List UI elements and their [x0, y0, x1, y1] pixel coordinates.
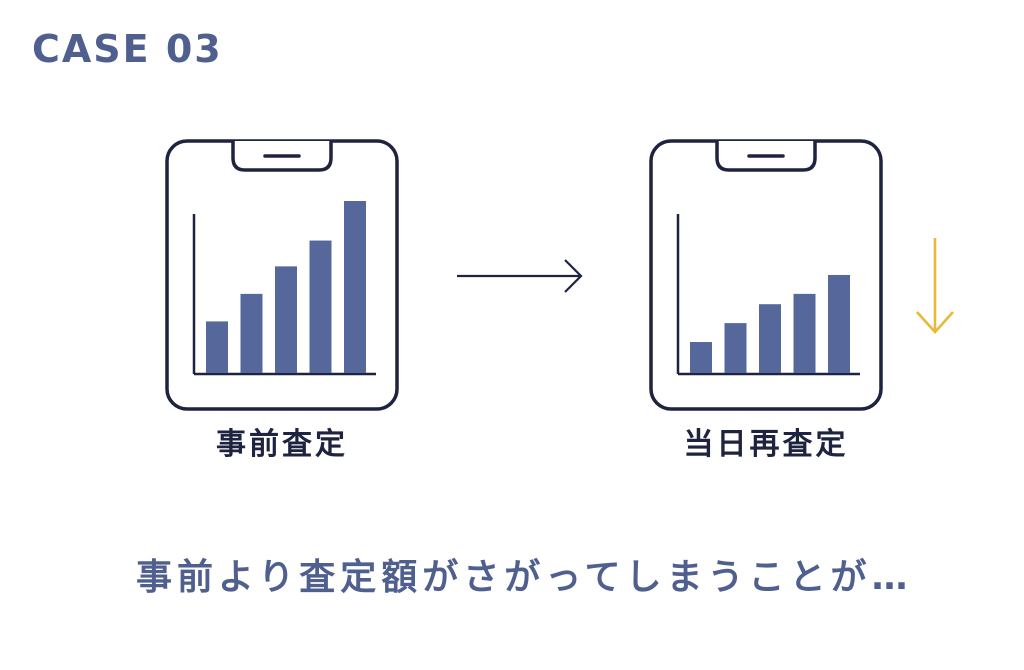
case-label: CASE 03: [32, 27, 223, 71]
tablet-frame-icon: [165, 139, 399, 411]
arrow-down-icon: [912, 236, 958, 338]
before-bar-3: [275, 266, 297, 373]
after-bar-1: [690, 342, 712, 373]
after-bar-5: [828, 274, 850, 373]
message-text: 事前より査定額がさがってしまうことが…: [136, 557, 913, 598]
after-bar-3: [759, 304, 781, 373]
bar-chart-before: [206, 201, 366, 373]
after-bar-4: [793, 293, 816, 373]
device-after: [648, 138, 884, 412]
device-before: [164, 138, 400, 412]
before-bar-4: [309, 240, 332, 373]
bar-chart-after: [690, 274, 850, 373]
before-bar-1: [206, 321, 228, 373]
before-bar-5: [344, 201, 366, 373]
caption-before: 事前査定: [216, 427, 348, 462]
tablet-frame-icon: [649, 139, 883, 411]
before-bar-2: [240, 293, 263, 373]
arrow-right-icon: [455, 258, 585, 298]
after-bar-2: [724, 323, 747, 373]
caption-after: 当日再査定: [683, 427, 849, 462]
